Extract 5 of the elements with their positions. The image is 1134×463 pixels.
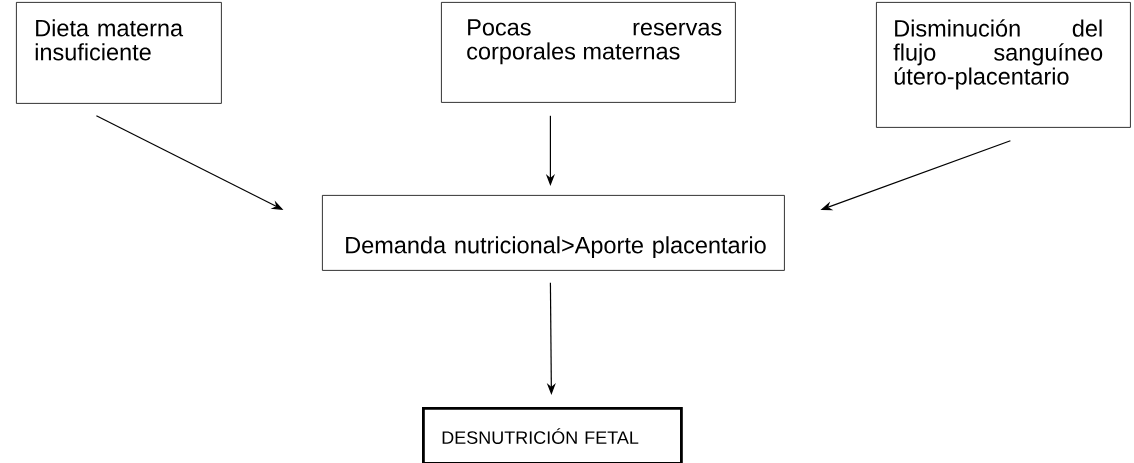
- process-box: Disminución del flujo sanguíneo útero-placentario: [876, 2, 1131, 128]
- process-box: DESNUTRICIÓN FETAL: [422, 407, 683, 463]
- process-box: Demanda nutricional>Aporte placentario: [322, 195, 785, 271]
- process-box: Pocas reservas corporales maternas: [441, 2, 736, 103]
- process-box: Dieta materna insuficiente: [16, 2, 222, 104]
